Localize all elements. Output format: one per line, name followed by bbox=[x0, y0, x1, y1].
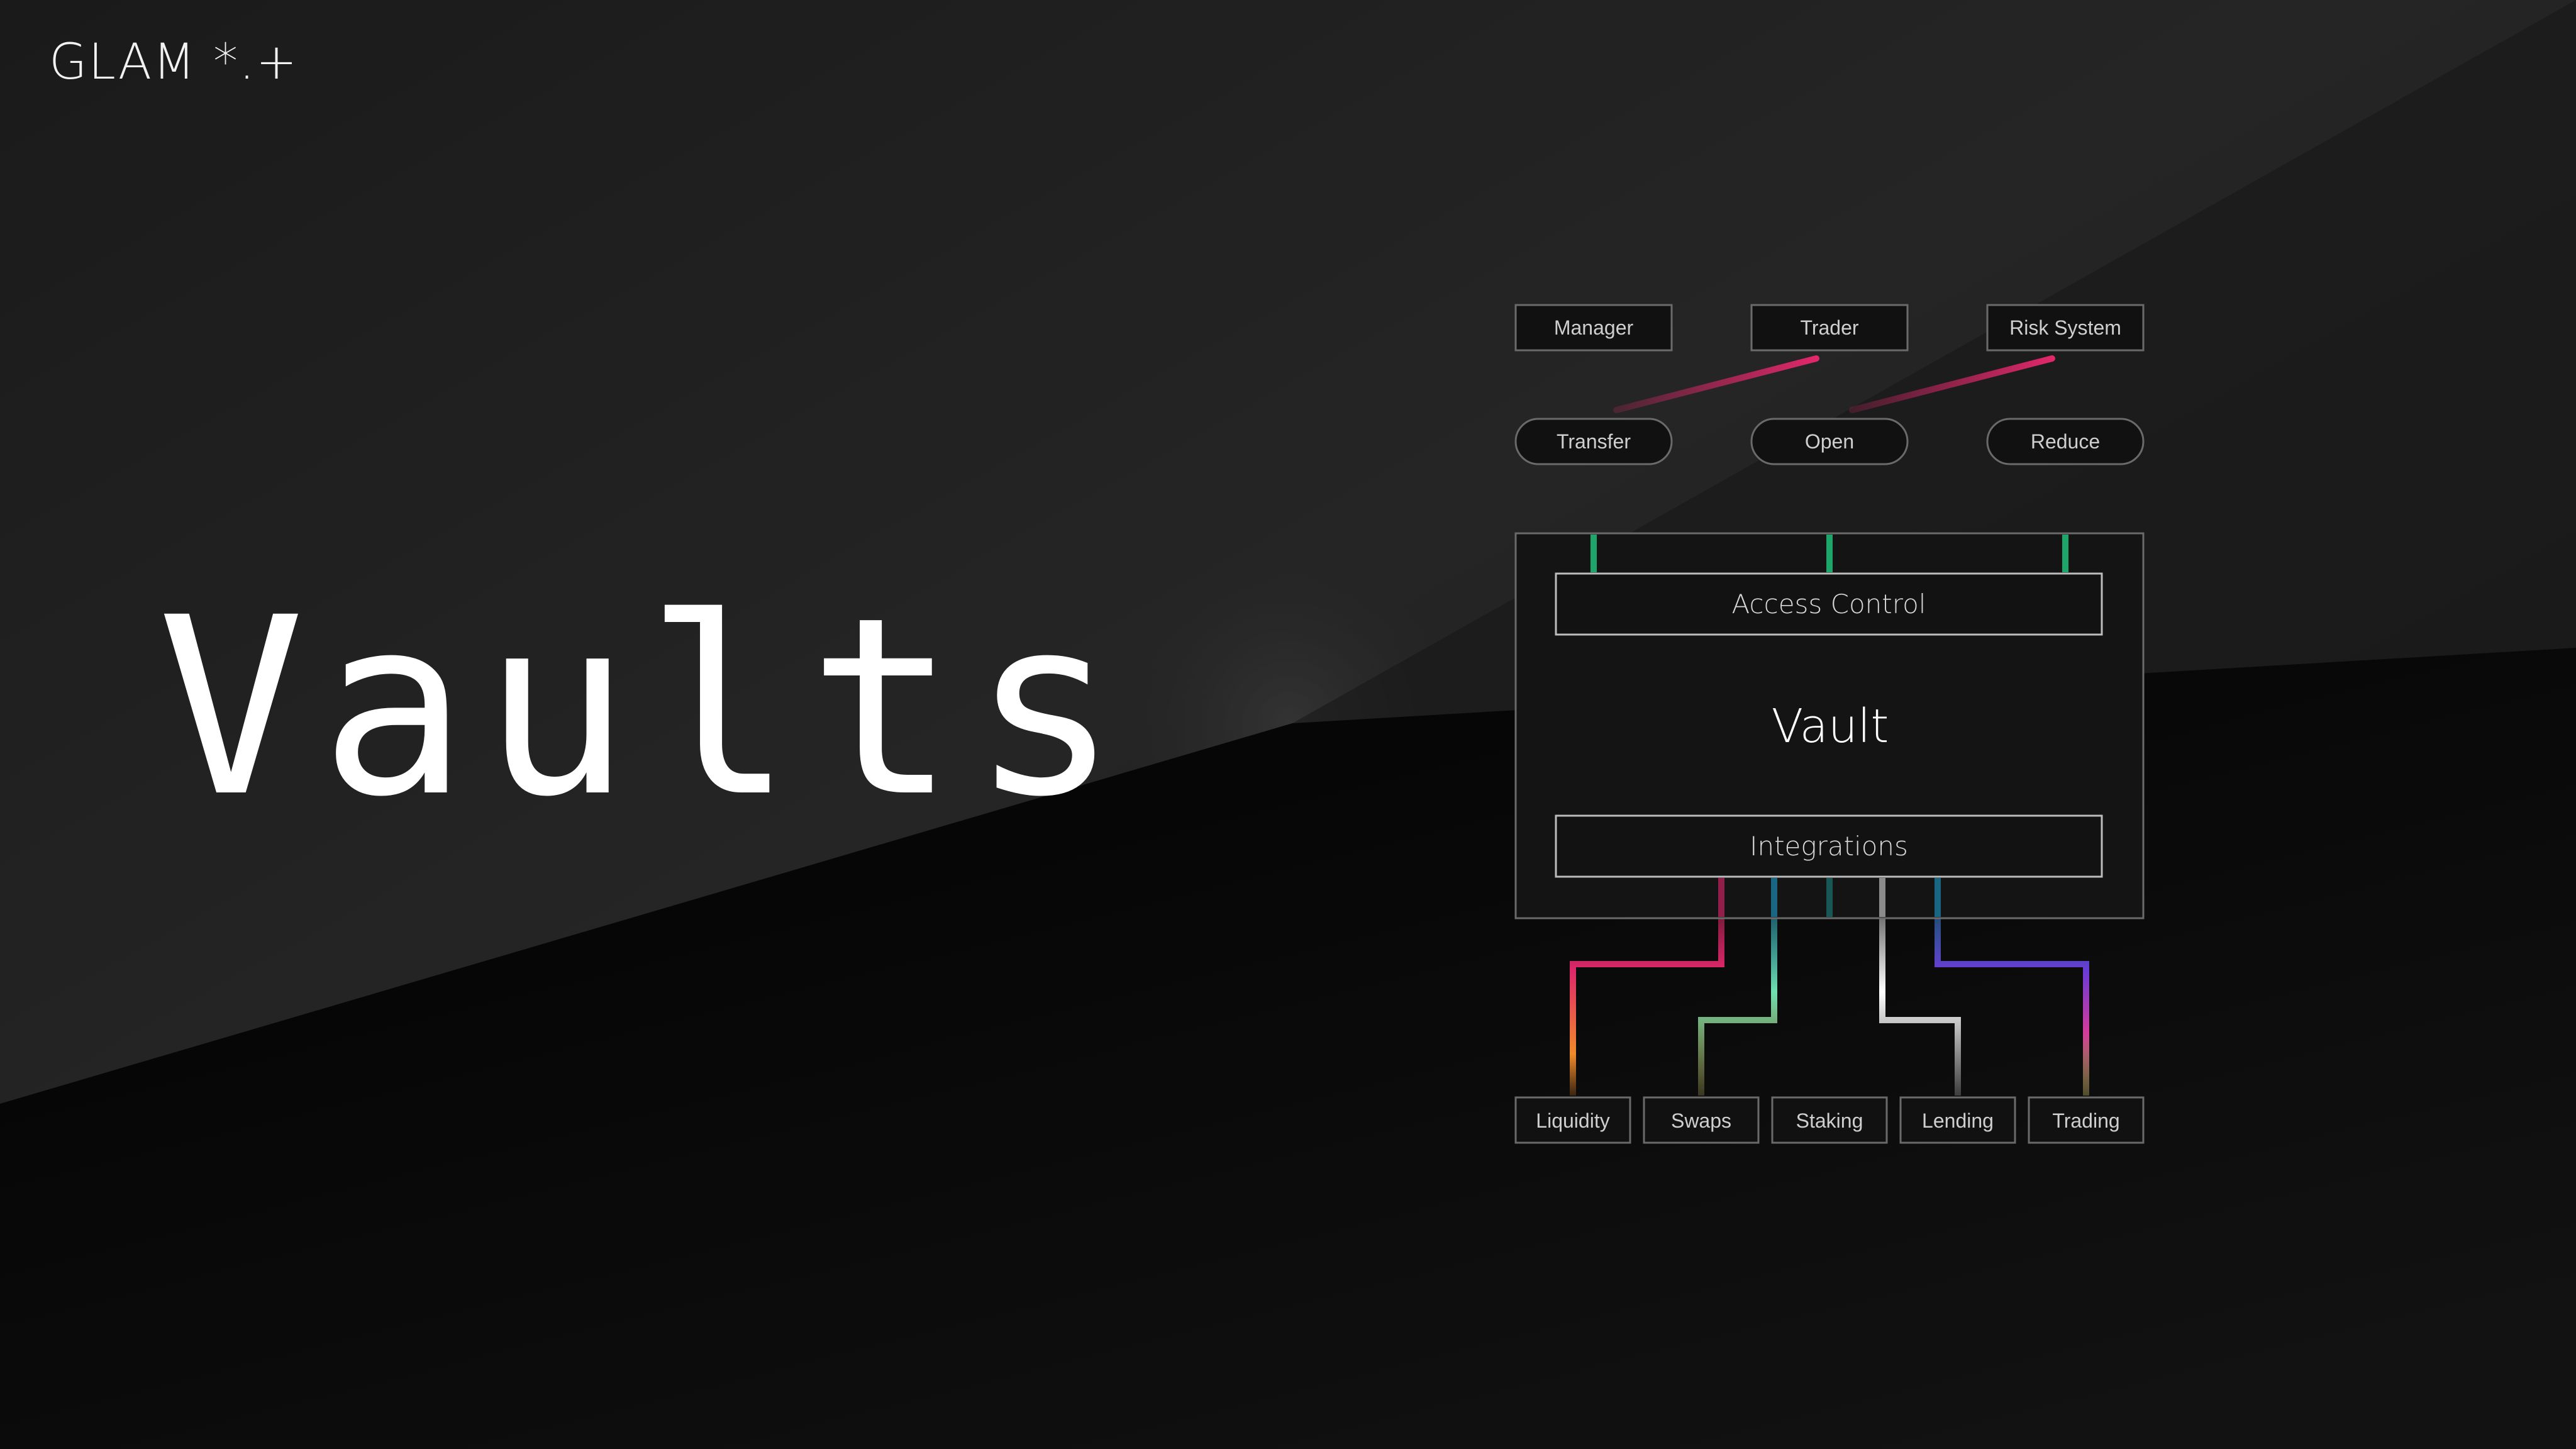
connector-risk-open bbox=[1849, 355, 2055, 413]
vault-title: Vault bbox=[1772, 699, 1889, 753]
path-liquidity bbox=[1570, 888, 1724, 1096]
integration-box-swaps bbox=[1643, 1096, 1760, 1144]
action-label-reduce: Reduce bbox=[2031, 430, 2100, 453]
integration-label-swaps: Swaps bbox=[1671, 1109, 1731, 1132]
pink-connectors bbox=[1613, 355, 2055, 413]
integration-box-staking bbox=[1771, 1096, 1888, 1144]
glam-logo: GLAM *.+ bbox=[49, 34, 299, 91]
action-pill-open bbox=[1750, 418, 1909, 465]
path-lending bbox=[1879, 888, 1961, 1096]
integration-paths bbox=[1570, 888, 2089, 1096]
path-swaps bbox=[1698, 888, 1777, 1096]
access-control-label: Access Control bbox=[1732, 589, 1926, 619]
path-trading bbox=[1935, 888, 2089, 1096]
hero-title: Vaults bbox=[157, 565, 1134, 850]
integration-label-trading: Trading bbox=[2052, 1109, 2119, 1132]
action-label-transfer: Transfer bbox=[1557, 430, 1631, 453]
action-pill-transfer bbox=[1514, 418, 1673, 465]
role-label-risk-system: Risk System bbox=[2009, 316, 2121, 339]
connector-trader-transfer bbox=[1613, 355, 1819, 413]
role-box-risk-system bbox=[1986, 304, 2145, 352]
action-pill-reduce bbox=[1986, 418, 2145, 465]
vault-box: Access Control Vault Integrations bbox=[1514, 532, 2145, 919]
action-label-open: Open bbox=[1805, 430, 1854, 453]
integration-box-trading bbox=[2028, 1096, 2145, 1144]
role-boxes: Manager Trader Risk System bbox=[1514, 304, 2145, 352]
role-box-manager bbox=[1514, 304, 1673, 352]
access-control-box bbox=[1555, 572, 2103, 636]
integration-box-liquidity bbox=[1514, 1096, 1631, 1144]
integration-label-liquidity: Liquidity bbox=[1536, 1109, 1609, 1132]
role-box-trader bbox=[1750, 304, 1909, 352]
role-label-manager: Manager bbox=[1554, 316, 1634, 339]
action-pills: Transfer Open Reduce bbox=[1514, 418, 2145, 465]
integration-box-lending bbox=[1899, 1096, 2016, 1144]
integration-label-lending: Lending bbox=[1922, 1109, 1994, 1132]
integration-label-staking: Staking bbox=[1796, 1109, 1863, 1132]
integration-boxes: Liquidity Swaps Staking Lending Trading bbox=[1514, 1096, 2145, 1144]
role-label-trader: Trader bbox=[1800, 316, 1858, 339]
integrations-label: Integrations bbox=[1750, 831, 1908, 862]
integrations-box bbox=[1555, 814, 2103, 878]
